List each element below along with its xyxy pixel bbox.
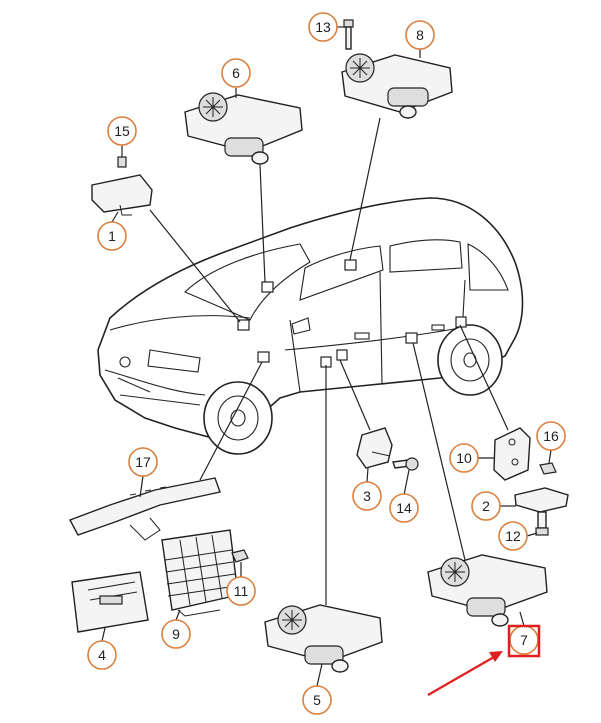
highlight-arrow	[427, 651, 503, 696]
window-motor-7	[427, 554, 548, 627]
switch-3	[356, 427, 393, 469]
svg-text:14: 14	[396, 500, 412, 516]
callout-5: 5	[302, 685, 332, 715]
nut-16	[539, 462, 557, 475]
svg-text:15: 15	[114, 123, 130, 139]
callout-6: 6	[221, 58, 251, 88]
nut-11	[231, 549, 249, 563]
control-unit-1	[91, 156, 153, 216]
callout-11: 11	[226, 576, 256, 606]
callout-2: 2	[471, 491, 501, 521]
svg-text:8: 8	[416, 27, 424, 43]
bracket-17	[69, 477, 221, 541]
highlight-box	[507, 624, 541, 658]
callout-7: 7	[509, 625, 539, 655]
callout-8: 8	[405, 20, 435, 50]
svg-text:10: 10	[456, 450, 472, 466]
svg-text:17: 17	[135, 454, 151, 470]
svg-text:6: 6	[232, 65, 240, 81]
callout-9: 9	[161, 619, 191, 649]
callout-17: 17	[128, 447, 158, 477]
svg-text:12: 12	[505, 528, 521, 544]
callout-1: 1	[97, 221, 127, 251]
callout-12: 12	[498, 521, 528, 551]
bolt-13	[343, 19, 354, 50]
leader-lines	[101, 26, 552, 687]
svg-text:2: 2	[482, 498, 490, 514]
svg-text:3: 3	[363, 488, 371, 504]
window-motor-5	[264, 604, 383, 673]
svg-text:16: 16	[543, 428, 559, 444]
callout-3: 3	[352, 481, 382, 511]
screw-12	[535, 511, 549, 536]
svg-text:11: 11	[234, 583, 249, 599]
callout-16: 16	[536, 421, 566, 451]
callout-4: 4	[87, 640, 117, 670]
bracket-10	[493, 427, 531, 481]
screw-14	[392, 457, 419, 471]
svg-text:9: 9	[172, 626, 180, 642]
car-body	[97, 197, 524, 455]
window-motor-6	[184, 92, 303, 165]
window-motor-8	[341, 53, 453, 119]
callout-13: 13	[308, 12, 338, 42]
callout-14: 14	[389, 493, 419, 523]
svg-text:13: 13	[315, 19, 331, 35]
svg-text:4: 4	[98, 647, 106, 663]
svg-text:7: 7	[520, 632, 528, 648]
svg-text:5: 5	[313, 692, 321, 708]
svg-text:1: 1	[108, 228, 116, 244]
callout-15: 15	[107, 116, 137, 146]
control-unit-4	[71, 571, 149, 633]
callout-10: 10	[449, 443, 479, 473]
bracket-2	[514, 487, 569, 513]
control-module-9	[161, 529, 239, 617]
